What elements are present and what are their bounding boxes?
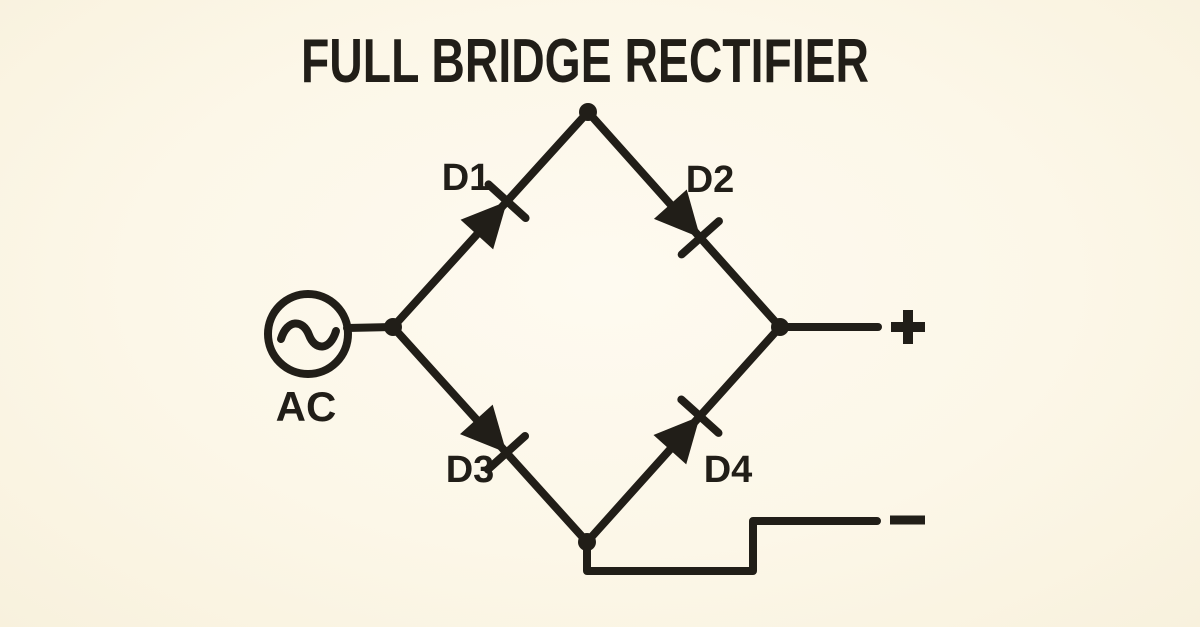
ac-source: AC bbox=[264, 290, 352, 430]
wire-negative-lead bbox=[583, 517, 881, 575]
diode-cathode-bar-d1 bbox=[484, 180, 530, 223]
diode-triangle-d3 bbox=[460, 404, 507, 453]
diode-label-d4: D4 bbox=[704, 449, 753, 491]
diode-label-d1: D1 bbox=[442, 157, 491, 199]
positive-terminal bbox=[891, 310, 925, 344]
junction-dot-top bbox=[579, 103, 597, 121]
diode-triangle-d1 bbox=[460, 201, 508, 250]
diagram-title: FULL BRIDGE RECTIFIER bbox=[301, 27, 869, 96]
diode-symbols bbox=[460, 180, 723, 474]
diode-cathode-bar-d4 bbox=[677, 395, 723, 437]
diode-label-d3: D3 bbox=[446, 449, 495, 491]
junction-dot-bottom bbox=[578, 533, 596, 551]
junction-dot-left bbox=[384, 318, 402, 336]
ac-source-label: AC bbox=[276, 383, 337, 430]
diode-cathode-bar-d3 bbox=[483, 432, 530, 474]
junction-dot-right bbox=[771, 318, 789, 336]
sine-wave-icon bbox=[277, 319, 340, 351]
diode-label-d2: D2 bbox=[686, 159, 735, 201]
junction-dots bbox=[384, 103, 789, 551]
ac-source-circle bbox=[264, 290, 352, 378]
diode-triangle-d4 bbox=[653, 416, 700, 465]
diode-triangle-d2 bbox=[653, 189, 701, 238]
diode-cathode-bar-d2 bbox=[677, 217, 723, 259]
